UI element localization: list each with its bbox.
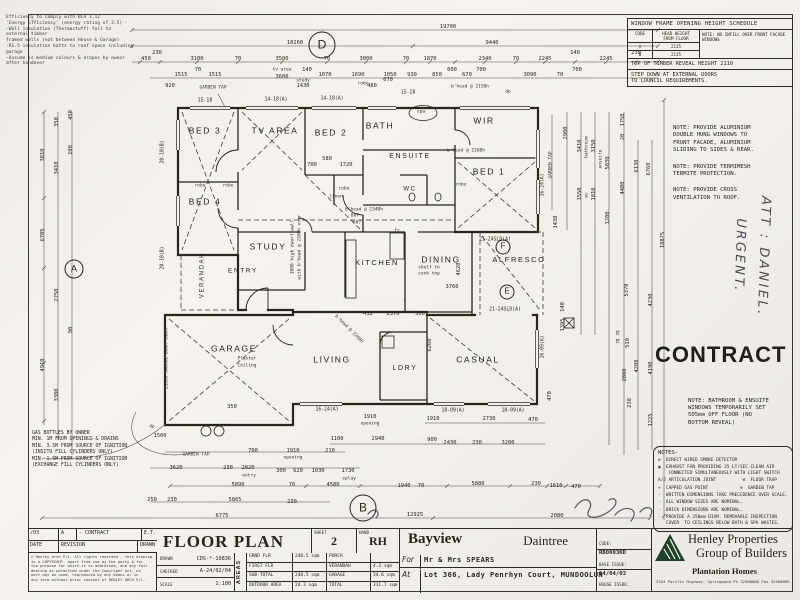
area-cell	[293, 562, 327, 572]
sheet-label: SHEET	[314, 530, 327, 535]
revision-letter: A	[59, 529, 77, 540]
schedule-title: WINDOW FRAME OPENING HEIGHT SCHEDULE	[628, 19, 792, 30]
area-cell: 248.5 sqm	[293, 572, 327, 582]
revision-hdr-date: DATE	[28, 541, 59, 552]
client-name: Mr & Mrs SPEARS	[424, 556, 495, 564]
bathroom-window-note: NOTE: BATHROOM & ENSUITE WINDOWS TEMPORA…	[688, 398, 769, 426]
legend-line: - PROVIDE A 250mm DIAM. REMOVABLE INSPEC…	[658, 515, 780, 526]
checked-label: CHECKED	[160, 568, 178, 574]
handwritten-line: ATT : DANIEL.	[753, 195, 774, 318]
legend-line: A/J ARTICULATION JOINT ⊞ FLOOR TRAP	[658, 478, 777, 484]
areas-label: AREAS	[236, 559, 243, 585]
revision-desc: - CONTRACT	[77, 529, 142, 540]
area-cell: GRND FLR	[247, 553, 293, 563]
legend-line: ◕ EXHAUST FAN PROVIDING 25 LT/SEC CLEAN …	[658, 465, 780, 476]
area-cell: TOTAL	[327, 581, 371, 591]
code-box: CODE: RB0003KD BASE ISSUE: 14/04/03 HOUS…	[597, 529, 652, 591]
revision-date: /03	[28, 529, 59, 540]
client-row: For Mr & Mrs SPEARS	[400, 553, 597, 569]
sheet-title: FLOOR PLAN	[157, 529, 312, 553]
sheet-number-cell: SHEET 2	[312, 529, 357, 553]
house-issue-label: HOUSE ISSUE:	[599, 582, 630, 588]
builder-name: Henley Properties	[688, 532, 778, 546]
copyright-note: © Henley Arch P/L. All rights reserved -…	[28, 553, 157, 591]
revision-hdr-drawn: DRAWN	[140, 542, 156, 548]
area-cell: OUTDOOR AREA	[247, 581, 293, 591]
builder-logo-block: Henley Properties Group of Builders Plan…	[652, 529, 791, 591]
revision-hdr-rev: REVISION	[59, 541, 138, 552]
schedule-row-code: B	[628, 51, 653, 58]
contract-stamp: CONTRACT	[655, 342, 787, 367]
drawn-value: CDS-*-10836	[196, 555, 231, 562]
window-schedule: WINDOW FRAME OPENING HEIGHT SCHEDULE COD…	[627, 18, 793, 87]
scale-value: 1:100	[215, 581, 231, 588]
area-cell	[371, 553, 400, 563]
handwritten-urgent-note: ATT : DANIEL. URGENT.	[725, 195, 777, 318]
area-cell: GARAGE	[327, 572, 371, 582]
area-cell: VERANDAH	[327, 562, 371, 572]
design-cell: Bayview Daintree	[400, 529, 597, 553]
legend-line: ✛ CAPPED GAS POINT ⊚ GARDEN TAP	[658, 485, 775, 491]
henley-triangle-logo	[655, 534, 685, 561]
schedule-row-height: 2135	[670, 52, 682, 57]
revision-by: E.T.	[144, 530, 157, 536]
for-label: For	[402, 555, 421, 569]
revision-table: /03 A - CONTRACT E.T. DATE REVISION DRAW…	[28, 529, 157, 553]
code-label: CODE:	[599, 541, 612, 546]
legend-line: - ALL WINDOW SIZES ARE NOMINAL.	[658, 500, 743, 506]
schedule-row-height: 2135	[670, 44, 682, 49]
area-cell: PORCH	[327, 553, 371, 563]
area-cell: FIRST FLR	[247, 562, 293, 572]
checked-value: A-24/02/04	[199, 568, 231, 575]
site-row: At Lot 366, Lady Penrhyn Court, MUNDOOLU…	[400, 568, 603, 593]
hand-label: HAND	[359, 530, 370, 535]
site-address: Lot 366, Lady Penrhyn Court, MUNDOOLUN	[424, 571, 604, 579]
timber-reveal-note: TOP OF TIMBER REVEAL HEIGHT 2110	[628, 59, 792, 70]
design-name: Bayview	[408, 531, 463, 547]
sheet-number: 2	[331, 534, 337, 548]
drawn-checked-scale: DRAWN CDS-*-10836 CHECKED A-24/02/04 SCALE…	[157, 553, 235, 591]
code-value: RB0003KD	[599, 550, 626, 556]
construction-notes: NOTE: PROVIDE ALUMINIUM DOUBLE HUNG WIND…	[673, 125, 795, 211]
area-cell: SUB-TOTAL	[247, 572, 293, 582]
facade-name: Daintree	[523, 533, 568, 548]
area-cell: 248.5 sqm	[293, 553, 327, 563]
construction-note: NOTE: PROVIDE TERMIMESH TERMITE PROTECTI…	[673, 163, 751, 178]
at-label: At	[402, 570, 421, 593]
schedule-col-head: HEAD HEIGHT FROM FLOOR	[662, 31, 690, 41]
notes-legend-box: NOTES- ⊗ DIRECT WIRED SMOKE DETECTOR ◕ EX…	[653, 446, 793, 533]
builder-address: 3354 Pacific Highway, Springwood Ph 3290…	[656, 579, 790, 584]
sheet-border	[28, 14, 793, 592]
base-issue-value: 14/04/03	[599, 570, 626, 577]
drawn-label: DRAWN	[160, 556, 173, 562]
areas-label-cell: AREAS	[235, 553, 247, 591]
construction-note: NOTE: PROVIDE CROSS VENTILATION TO ROOF.	[673, 187, 741, 201]
schedule-row-code: A	[628, 43, 653, 50]
builder-brand: Plantation Homes	[692, 566, 757, 576]
schedule-note: NOTE: NO INFILL OVER FRONT FACADE WINDOW…	[702, 32, 786, 42]
signature-scribble	[367, 498, 653, 522]
area-cell: 311.7 sqm	[373, 582, 398, 588]
gas-bottles-note: GAS BOTTLES BY OWNER MIN. 1M FROM OPENIN…	[32, 431, 128, 469]
legend-line: - WRITTEN DIMENSIONS TAKE PRECEDENCE OVE…	[658, 493, 788, 499]
scale-label: SCALE	[160, 581, 173, 587]
title-block: /03 A - CONTRACT E.T. DATE REVISION DRAW…	[28, 528, 791, 593]
area-cell: 24.3 sqm	[293, 581, 327, 591]
area-cell: 4.3 sqm	[371, 563, 400, 572]
energy-efficiency-note: Efficiency to comply with BCA 3.12 'Ener…	[6, 15, 134, 67]
builder-group: Group of Builders	[696, 546, 787, 560]
step-down-note: STEP DOWN AT EXTERNAL DOORS TO COUNCIL R…	[631, 72, 718, 84]
area-cell: 34.6 sqm	[371, 572, 400, 582]
base-issue-label: BASE ISSUE:	[599, 561, 627, 567]
construction-note: NOTE: PROVIDE ALUMINIUM DOUBLE HUNG WIND…	[673, 125, 754, 154]
hand-value: RH	[369, 534, 387, 548]
schedule-col-code: CODE	[628, 30, 653, 42]
legend-line: ⊗ DIRECT WIRED SMOKE DETECTOR	[658, 458, 738, 463]
legend-line: - BRICK DIMENSIONS ARE NOMINAL.	[658, 507, 743, 513]
hand-cell: HAND RH	[357, 529, 400, 553]
notes-title: NOTES-	[658, 450, 679, 456]
